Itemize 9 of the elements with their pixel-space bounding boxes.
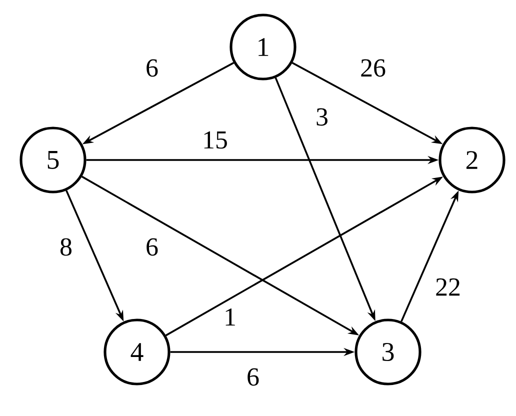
edge-label: 3: [314, 107, 330, 127]
edge-label: 1: [222, 307, 238, 327]
edge-label: 6: [246, 367, 260, 387]
edge-label: 22: [434, 277, 462, 297]
edge-label: 15: [201, 130, 229, 150]
edge-label: 8: [58, 237, 74, 257]
edge-label: 6: [144, 58, 160, 78]
edge-label: 26: [359, 58, 387, 78]
edge-label: 6: [144, 237, 160, 257]
